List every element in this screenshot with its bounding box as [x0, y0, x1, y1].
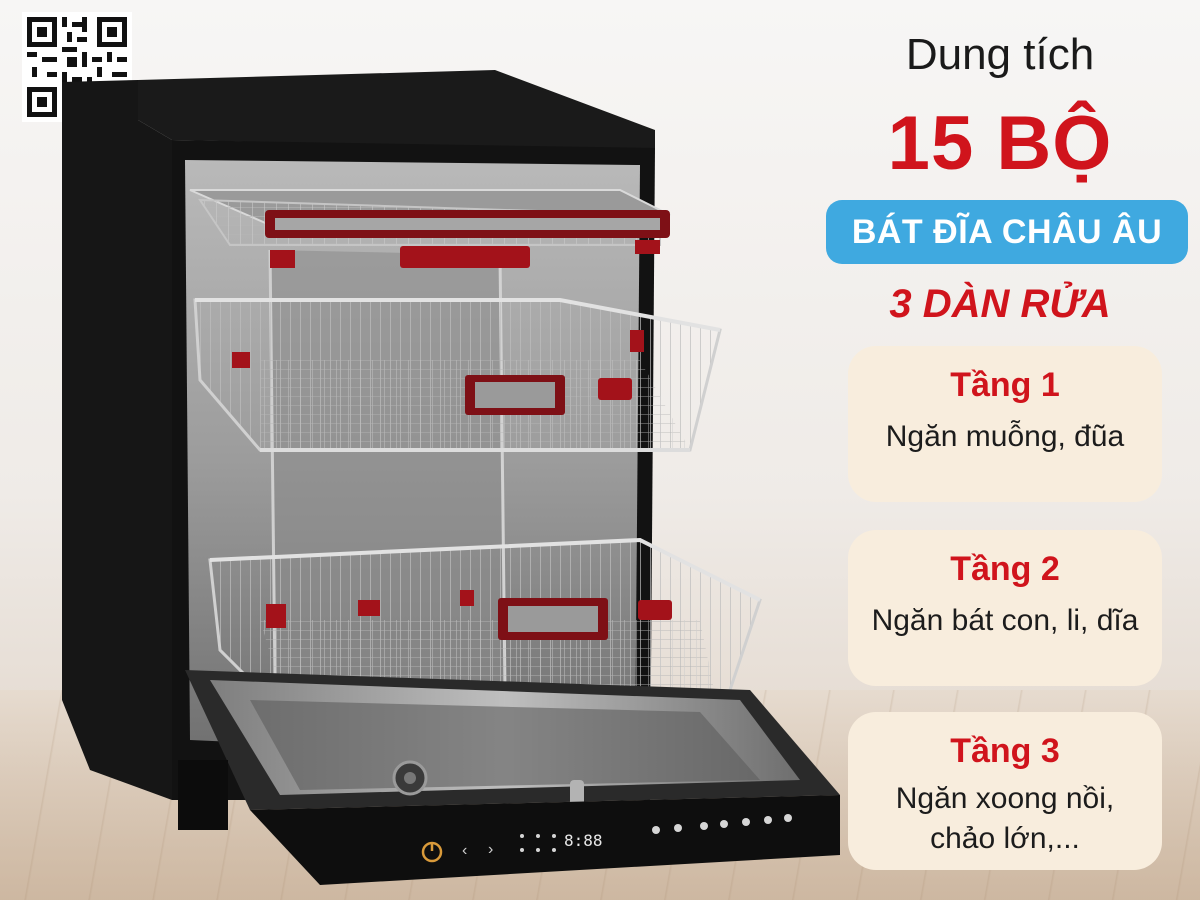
level-3-title: Tầng 3	[950, 732, 1060, 770]
level-3-desc-line2: chảo lớn,...	[930, 822, 1080, 855]
side-panel	[62, 80, 172, 800]
qr-code-icon	[22, 12, 132, 122]
level-3-desc-line1: Ngăn xoong nồi,	[895, 782, 1115, 815]
level-card-2: Tầng 2 Ngăn bát con, li, dĩa	[848, 530, 1162, 686]
capacity-value: 15 BỘ	[887, 101, 1113, 186]
level-2-title: Tầng 2	[950, 550, 1060, 588]
level-1-title: Tầng 1	[950, 366, 1060, 404]
capacity-label: Dung tích	[905, 30, 1095, 79]
power-icon	[421, 841, 443, 863]
dishwasher-illustration: ‹ › 8:88	[62, 70, 840, 885]
level-card-1: Tầng 1 Ngăn muỗng, đũa	[848, 346, 1162, 502]
arrow-left-icon: ‹	[462, 842, 467, 859]
level-2-desc: Ngăn bát con, li, dĩa	[871, 604, 1139, 637]
level-1-desc: Ngăn muỗng, đũa	[885, 420, 1125, 453]
arrow-right-icon: ›	[488, 841, 493, 858]
racks-count: 3 DÀN RỬA	[889, 282, 1111, 326]
display-readout: 8:88	[564, 831, 603, 850]
level-card-3: Tầng 3 Ngăn xoong nồi, chảo lớn,...	[848, 712, 1162, 870]
capacity-badge: BÁT ĐĨA CHÂU ÂU	[826, 200, 1188, 264]
worktop	[138, 70, 655, 150]
level-3-desc: Ngăn xoong nồi, chảo lớn,...	[848, 779, 1162, 859]
control-panel	[250, 795, 840, 885]
